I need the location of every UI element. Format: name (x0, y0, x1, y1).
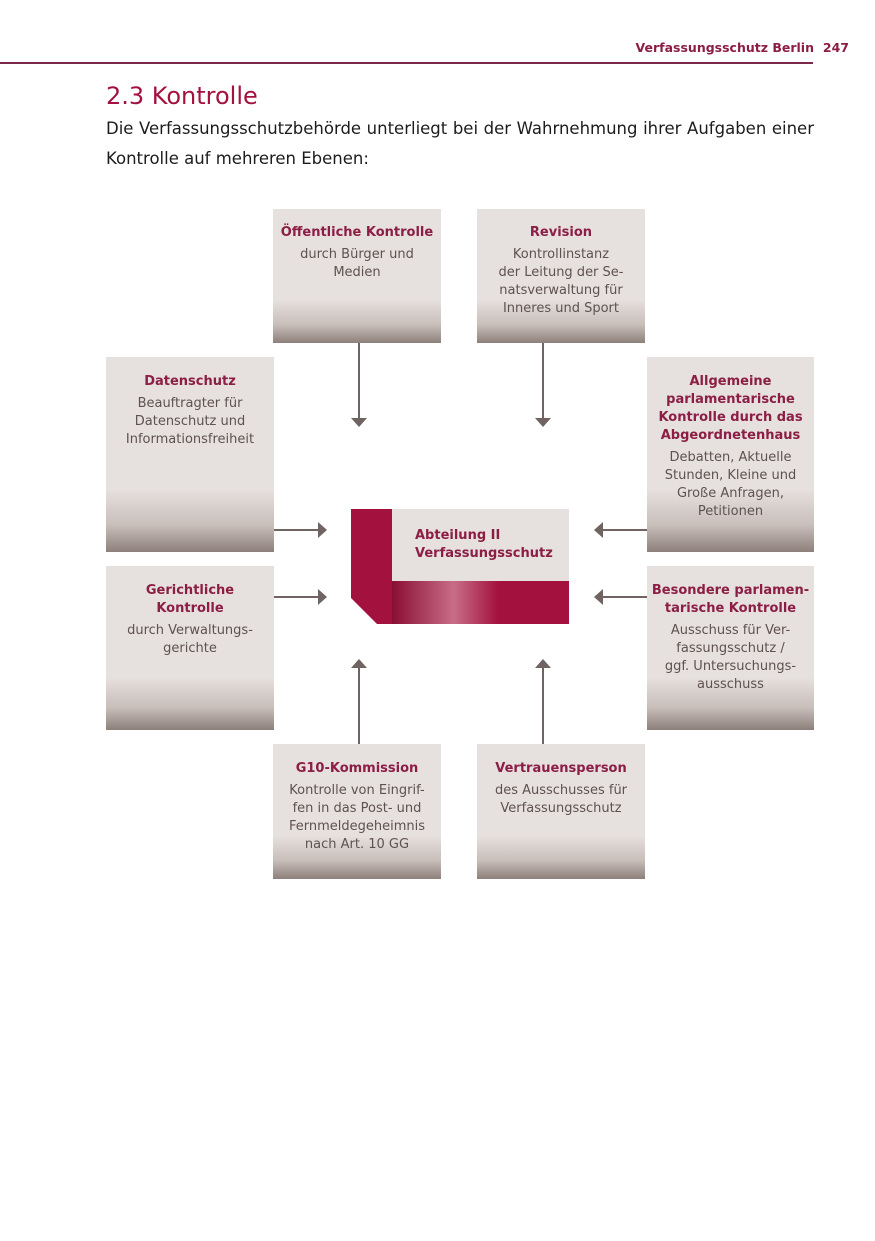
box-title: Öffentliche Kontrolle (280, 225, 434, 240)
arrowhead-oeffentlich (351, 418, 367, 427)
box-text-line: Fernmeldegeheimnis (288, 819, 426, 834)
box-g10-kommission: G10-Kommission Kontrolle von Eingrif- fe… (273, 744, 441, 879)
arrowhead-vertrauen (535, 659, 551, 668)
box-title-line: Gerichtliche (145, 583, 235, 598)
box-allgemeine-parlamentarische-kontrolle: Allgemeine parlamentarische Kontrolle du… (647, 357, 814, 552)
box-title-line: Kontrolle (156, 601, 224, 616)
box-text-line: Petitionen (697, 504, 764, 519)
box-text-line: Stunden, Kleine und (664, 468, 797, 483)
box-text-line: der Leitung der Se- (498, 265, 624, 280)
box-text-line: des Ausschusses für (494, 783, 628, 798)
box-text-line: Kontrollinstanz (512, 247, 610, 262)
arrowhead-parlament-allgemein (594, 522, 603, 538)
box-text-line: Beauftragter für (137, 396, 243, 411)
box-text-line: fassungsschutz / (676, 641, 785, 656)
box-text-line: Ausschuss für Ver- (670, 623, 791, 638)
box-text-line: Datenschutz und (134, 414, 246, 429)
box-oeffentliche-kontrolle: Öffentliche Kontrolle durch Bürger und M… (273, 209, 441, 343)
arrowhead-datenschutz (318, 522, 327, 538)
box-title: Datenschutz (144, 374, 236, 389)
box-title-line: Besondere parlamen- (651, 583, 810, 598)
box-text-line: Kontrolle von Eingrif- (289, 783, 425, 798)
box-text-line: Debatten, Aktuelle (669, 450, 792, 465)
box-text-line: durch Bürger und (300, 247, 414, 262)
box-text-line: Informationsfreiheit (125, 432, 255, 447)
header-title: Verfassungsschutz Berlin (635, 40, 814, 55)
section-title: 2.3 Kontrolle (106, 82, 258, 110)
center-label: Abteilung II Verfassungsschutz (415, 527, 553, 563)
box-text-line: durch Verwaltungs- (127, 623, 253, 638)
box-text-line: Große Anfragen, (676, 486, 785, 501)
box-title: G10-Kommission (295, 761, 419, 776)
box-title: Vertrauensperson (495, 761, 627, 776)
box-title-line: tarische Kontrolle (664, 601, 797, 616)
box-gerichtliche-kontrolle: Gerichtliche Kontrolle durch Verwaltungs… (106, 566, 274, 730)
box-text-line: ggf. Untersuchungs- (664, 659, 797, 674)
center-shape (351, 509, 569, 624)
box-title-line: parlamentarische (666, 392, 795, 407)
box-title-line: Allgemeine (689, 374, 772, 389)
box-datenschutz: Datenschutz Beauftragter für Datenschutz… (106, 357, 274, 552)
center-label-line1: Abteilung II (415, 528, 501, 543)
box-text-line: gerichte (163, 641, 217, 656)
arrowhead-revision (535, 418, 551, 427)
box-text-line: Inneres und Sport (502, 301, 620, 316)
page-number: 247 (822, 40, 849, 55)
box-title-line: Kontrolle durch das (658, 410, 803, 425)
intro-paragraph: Die Verfassungsschutzbehörde unterliegt … (106, 119, 814, 168)
box-title: Revision (529, 225, 593, 240)
header-rule (0, 62, 813, 64)
box-title-line: Abgeordnetenhaus (660, 428, 801, 443)
box-text-line: natsverwaltung für (499, 283, 623, 298)
box-text-line: fen in das Post- und (292, 801, 422, 816)
arrowhead-g10 (351, 659, 367, 668)
arrowhead-gericht (318, 589, 327, 605)
box-text-line: ausschuss (697, 677, 764, 692)
box-besondere-parlamentarische-kontrolle: Besondere parlamen- tarische Kontrolle A… (647, 566, 814, 730)
box-text-line: Verfassungsschutz (500, 801, 622, 816)
box-vertrauensperson: Vertrauensperson des Ausschusses für Ver… (477, 744, 645, 879)
center-department: Abteilung II Verfassungsschutz (351, 509, 569, 624)
arrowhead-parlament-besonders (594, 589, 603, 605)
box-text-line: nach Art. 10 GG (304, 837, 410, 852)
box-revision: Revision Kontrollinstanz der Leitung der… (477, 209, 645, 343)
center-label-line2: Verfassungsschutz (415, 546, 553, 561)
box-text-line: Medien (333, 265, 381, 280)
